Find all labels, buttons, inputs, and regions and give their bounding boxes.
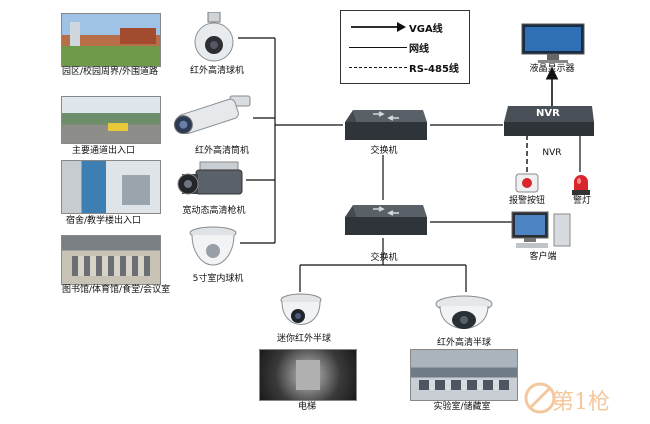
watermark-logo: 第1枪 <box>522 378 642 418</box>
watermark-text: 第1枪 <box>552 390 610 415</box>
lab-label: 实验室/储藏室 <box>433 402 491 412</box>
alarm-light <box>569 172 593 196</box>
switch-bottom <box>343 203 429 237</box>
mini-ir-label: 迷你红外半球 <box>276 334 332 344</box>
camera-bus-lines <box>238 37 581 292</box>
legend-vga-label: VGA线 <box>409 24 443 35</box>
lcd-label: 液晶显示器 <box>529 64 575 74</box>
legend: VGA线 网线 RS-485线 <box>340 10 470 84</box>
switch-bottom-label: 交换机 <box>370 253 398 263</box>
switch-icon <box>345 205 427 235</box>
switch-icon <box>345 110 427 140</box>
lab-photo <box>410 349 518 401</box>
elevator-label: 电梯 <box>297 402 317 412</box>
monitor-icon <box>521 23 585 63</box>
wdr-camera <box>174 160 246 204</box>
ir-half-dome-label: 红外高清半球 <box>436 338 492 348</box>
legend-arrow-icon <box>351 22 406 32</box>
ir-dome-label: 红外高清球机 <box>189 66 245 76</box>
mini-dome-icon <box>280 293 322 325</box>
ir-bullet-label: 红外高清筒机 <box>194 146 250 156</box>
alarm-light-icon <box>572 175 590 195</box>
bullet-camera-icon <box>173 95 251 135</box>
ir-dome-camera <box>192 11 236 62</box>
main-entrance-label: 主要通道出入口 <box>72 146 136 156</box>
switch-top-label: 交换机 <box>370 146 398 156</box>
legend-vga: VGA线 <box>349 19 461 35</box>
legend-solid-line <box>349 47 407 48</box>
computer-icon <box>511 211 571 248</box>
mini-ir-dome <box>278 292 324 334</box>
legend-network: 网线 <box>349 39 461 55</box>
legend-network-label: 网线 <box>409 44 429 55</box>
indoor-dome-icon <box>189 226 237 266</box>
switch-top <box>343 108 429 142</box>
indoor-dome-camera <box>188 225 238 271</box>
half-dome-icon <box>435 295 493 329</box>
elevator-photo <box>259 349 357 401</box>
alarm-button <box>514 172 540 194</box>
nvr-box-text: NVR <box>536 108 560 119</box>
alarm-button-icon <box>515 173 539 193</box>
nvr-label: NVR <box>542 148 562 158</box>
legend-rs485: RS-485线 <box>349 59 461 75</box>
library-photo <box>61 235 161 285</box>
dorm-entrance-photo <box>61 160 161 214</box>
dome-camera-icon <box>194 11 234 62</box>
nvr-device: NVR <box>500 104 596 138</box>
box-camera-icon <box>177 161 243 195</box>
wdr-camera-label: 宽动态高清枪机 <box>182 206 246 216</box>
ir-bullet-camera <box>170 92 254 135</box>
legend-dashed-line <box>349 67 407 68</box>
alarm-light-label: 警灯 <box>572 196 592 206</box>
campus-photo <box>61 13 161 67</box>
nvr-icon <box>504 106 594 136</box>
lcd-monitor <box>520 22 586 64</box>
alarm-button-label: 报警按钮 <box>508 196 546 206</box>
client-pc <box>510 210 574 250</box>
main-entrance-photo <box>61 96 161 144</box>
watermark-emblem-icon <box>524 382 556 414</box>
library-label: 图书馆/体育馆/食堂/会议室 <box>62 285 171 295</box>
legend-rs485-label: RS-485线 <box>409 64 459 75</box>
ir-half-dome <box>434 294 494 336</box>
dorm-entrance-label: 宿舍/教学楼出入口 <box>66 216 142 226</box>
indoor-dome-label: 5寸室内球机 <box>192 274 244 284</box>
client-label: 客户端 <box>529 252 557 262</box>
campus-label: 园区/校园周界/外围道路 <box>61 67 159 77</box>
